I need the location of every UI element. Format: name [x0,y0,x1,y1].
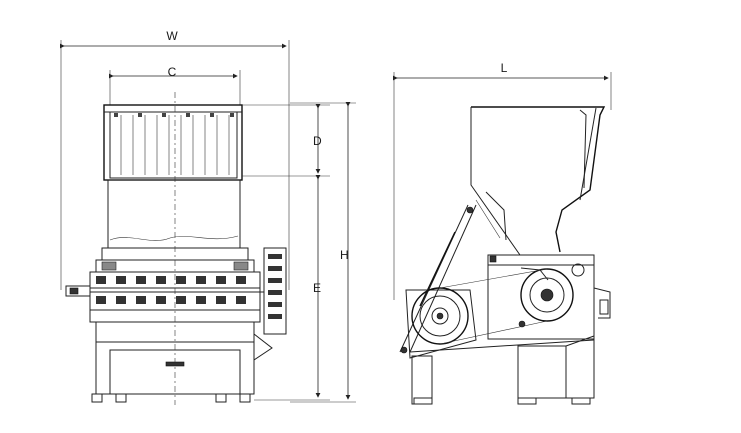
dimension-d [242,104,330,177]
cutting-chamber-side [487,254,611,340]
label-h: H [340,248,349,262]
dimension-w [60,40,290,290]
dimension-c [109,70,241,105]
dimension-l [393,72,612,300]
label-l: L [501,61,508,75]
hopper-front [103,104,243,181]
dimension-e [254,175,330,401]
label-w: W [166,29,178,43]
label-d: D [313,134,322,148]
hydraulic-cylinder [399,204,477,354]
cutting-chamber-front [65,179,287,361]
side-view [393,72,612,405]
label-e: E [313,281,321,295]
hopper-side [470,106,606,256]
base-frame-front [91,341,255,403]
motor-pulley-side [405,268,548,359]
front-view [60,40,356,405]
base-frame-side [409,335,595,405]
dimension-h [290,102,356,403]
label-c: C [168,65,177,79]
